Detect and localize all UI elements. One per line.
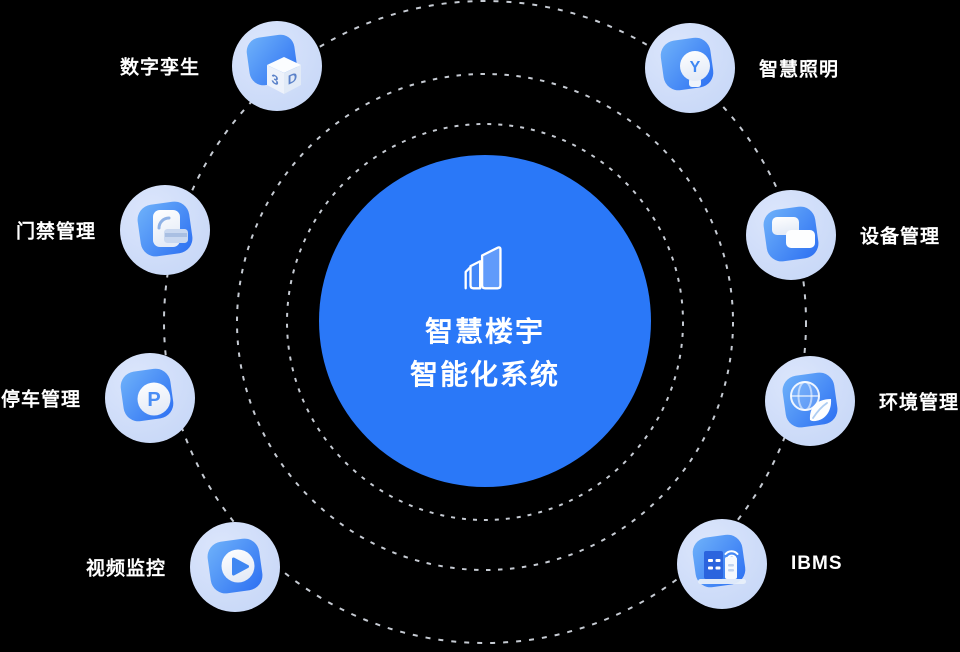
3d-cube-icon: 3 D bbox=[232, 21, 322, 111]
node-ibms: IBMS bbox=[677, 519, 842, 609]
node-video-surveillance: 视频监控 bbox=[86, 522, 280, 612]
parking-glyph-p: P bbox=[147, 389, 160, 411]
node-parking-management: P 停车管理 bbox=[1, 353, 195, 443]
building-signal-icon bbox=[677, 519, 767, 609]
bulb-glyph-y: Y bbox=[690, 59, 701, 76]
inner-orbit-ring bbox=[286, 123, 684, 521]
cube-glyph-d: D bbox=[288, 69, 297, 88]
center-hub: 智慧楼宇 智能化系统 bbox=[319, 155, 651, 487]
node-access-control: 门禁管理 bbox=[16, 185, 210, 275]
node-digital-twin: 3 D 数字孪生 bbox=[120, 21, 322, 111]
center-title-line2: 智能化系统 bbox=[409, 359, 560, 390]
node-label-digital-twin: 数字孪生 bbox=[119, 57, 200, 79]
node-label-ibms: IBMS bbox=[791, 553, 843, 574]
node-label-device-management: 设备管理 bbox=[860, 226, 941, 248]
stacked-panels-icon bbox=[746, 190, 836, 280]
node-device-management: 设备管理 bbox=[746, 190, 939, 280]
node-label-environment-management: 环境管理 bbox=[879, 392, 960, 414]
lightbulb-icon: Y bbox=[645, 23, 735, 113]
node-smart-lighting: Y 智慧照明 bbox=[645, 23, 838, 113]
center-title-line1: 智慧楼宇 bbox=[424, 316, 545, 347]
buildings-icon bbox=[464, 246, 502, 290]
parking-icon: P bbox=[105, 353, 195, 443]
node-label-access-control: 门禁管理 bbox=[15, 221, 96, 243]
node-environment-management: 环境管理 bbox=[765, 356, 958, 446]
node-label-video-surveillance: 视频监控 bbox=[85, 558, 166, 580]
video-play-icon bbox=[190, 522, 280, 612]
globe-leaf-icon bbox=[765, 356, 855, 446]
node-label-parking-management: 停车管理 bbox=[0, 389, 81, 411]
access-card-reader-icon bbox=[120, 185, 210, 275]
outer-orbit-ring bbox=[163, 0, 807, 644]
node-label-smart-lighting: 智慧照明 bbox=[759, 59, 840, 81]
cube-glyph-3: 3 bbox=[271, 71, 279, 89]
middle-orbit-ring bbox=[236, 73, 734, 571]
